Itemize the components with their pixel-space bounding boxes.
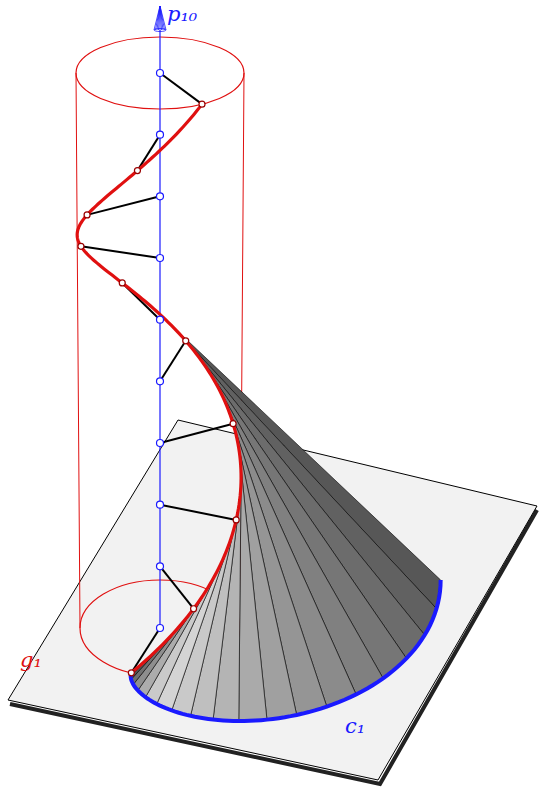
curve-label: c₁: [345, 716, 365, 737]
tangent-surface: [131, 314, 441, 721]
involute-curve: [131, 580, 441, 721]
axis-line: [159, 30, 160, 628]
axis-arrow: [154, 6, 166, 32]
axis-label: p₁₀: [167, 4, 197, 25]
cylinder-edge: [76, 73, 80, 628]
points: [78, 70, 239, 676]
helix-curve: [77, 104, 241, 673]
helix-label: g₁: [20, 650, 42, 671]
radius-sticks: [81, 73, 236, 673]
